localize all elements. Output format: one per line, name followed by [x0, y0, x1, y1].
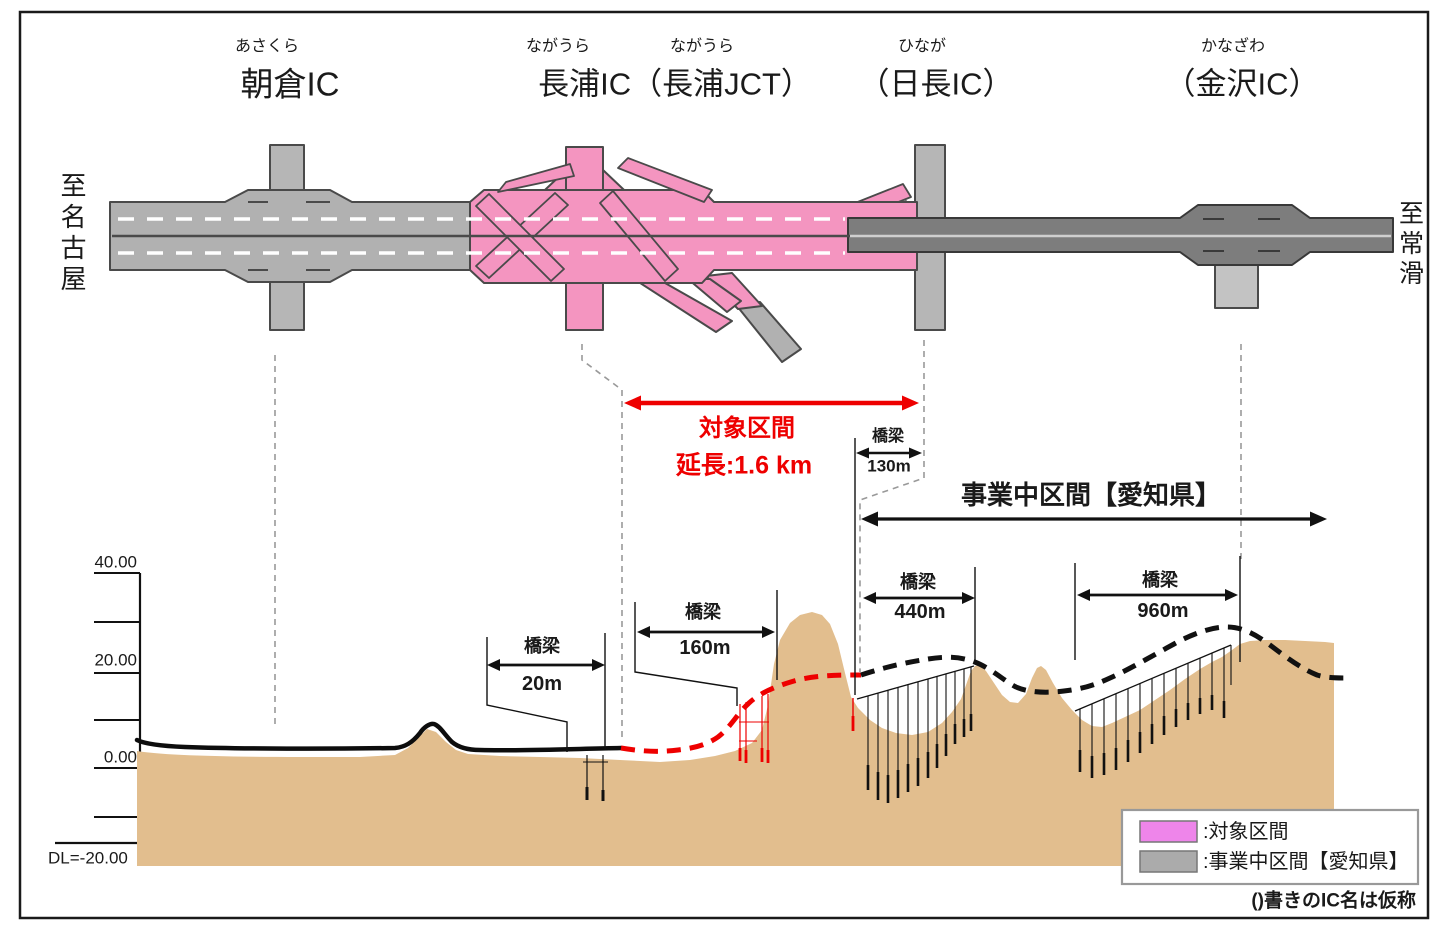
bridge-160m-structure: [738, 694, 855, 763]
outer-border: [18, 10, 1430, 920]
ic-label-hinaga: （日長IC）: [858, 66, 1014, 102]
furigana-hinaga: ひなが: [897, 38, 947, 55]
profile-existing-road: [134, 721, 624, 753]
direction-to-tokoname: 至常滑: [1395, 200, 1424, 290]
legend-label-target: :対象区間: [1203, 821, 1289, 843]
axis-datum-label: DL=-20.00: [48, 848, 128, 868]
legend-swatch-target: [1139, 820, 1198, 843]
leader-lines: [274, 340, 1242, 742]
bridge-130m-length: 130m: [867, 456, 911, 476]
bridge-440m-structure: [856, 665, 975, 803]
business-section-arrow: [861, 511, 1327, 527]
legend-swatch-business: [1139, 850, 1198, 873]
hinaga-leader: [859, 340, 925, 672]
footnote: ()書きのIC名は仮称: [1251, 890, 1416, 912]
ic-label-nagaura: 長浦IC（長浦JCT）: [538, 66, 812, 102]
ic-label-kanazawa: （金沢IC）: [1164, 66, 1320, 102]
bridge-20m-label: 橋梁: [524, 636, 560, 656]
elevation-axis: [55, 572, 142, 862]
bridge-20m-structure: [583, 755, 608, 801]
legend: [1120, 808, 1420, 886]
bridge-960m-structure: [1074, 644, 1232, 778]
arrow-20m: [487, 659, 605, 671]
asakura-gore-marks: [248, 201, 330, 271]
profile-business-section-dashed: [860, 624, 1345, 695]
dimension-lines: [486, 438, 1241, 752]
furigana-kanazawa: かなざわ: [1200, 38, 1266, 55]
furigana-nagaura-ic: ながうら: [525, 38, 591, 55]
business-section-label: 事業中区間【愛知県】: [960, 480, 1222, 510]
diagonal-road-gray: [736, 301, 802, 363]
profile-target-section-red: [620, 672, 862, 754]
bridge-160m-length: 160m: [679, 637, 731, 659]
bridge-130m-label: 橋梁: [871, 428, 905, 445]
bridge-440m-label: 橋梁: [900, 572, 936, 592]
plan-view: [109, 144, 1394, 363]
target-section-length: 延長:1.6 km: [675, 451, 813, 480]
axis-tick-20: 20.00: [94, 650, 137, 670]
legend-label-business: :事業中区間【愛知県】: [1203, 851, 1409, 873]
arrow-440m: [863, 592, 975, 604]
arrow-130m: [856, 447, 922, 459]
bridge-20m-length: 20m: [521, 673, 563, 695]
terrain: [137, 612, 1334, 866]
furigana-nagaura-jct: ながうら: [669, 38, 735, 55]
furigana-asakura: あさくら: [234, 38, 300, 55]
nagaura-leader: [581, 344, 623, 742]
bridge-960m-label: 橋梁: [1142, 570, 1178, 590]
direction-to-nagoya: 至名古屋: [57, 172, 87, 296]
bridge-960m-length: 960m: [1137, 600, 1189, 622]
bridge-440m-length: 440m: [894, 601, 946, 623]
dimension-arrows: [487, 447, 1238, 671]
bridge-160m-label: 橋梁: [685, 602, 721, 622]
kanazawa-gore-marks: [1203, 218, 1280, 252]
target-section-arrow: [624, 395, 919, 411]
arrow-160m: [637, 626, 775, 638]
target-section-title: 対象区間: [699, 415, 795, 442]
axis-tick-0: 0.00: [103, 747, 137, 767]
axis-tick-40: 40.00: [94, 552, 137, 572]
arrow-960m: [1077, 589, 1238, 601]
ic-label-asakura: 朝倉IC: [240, 65, 340, 103]
